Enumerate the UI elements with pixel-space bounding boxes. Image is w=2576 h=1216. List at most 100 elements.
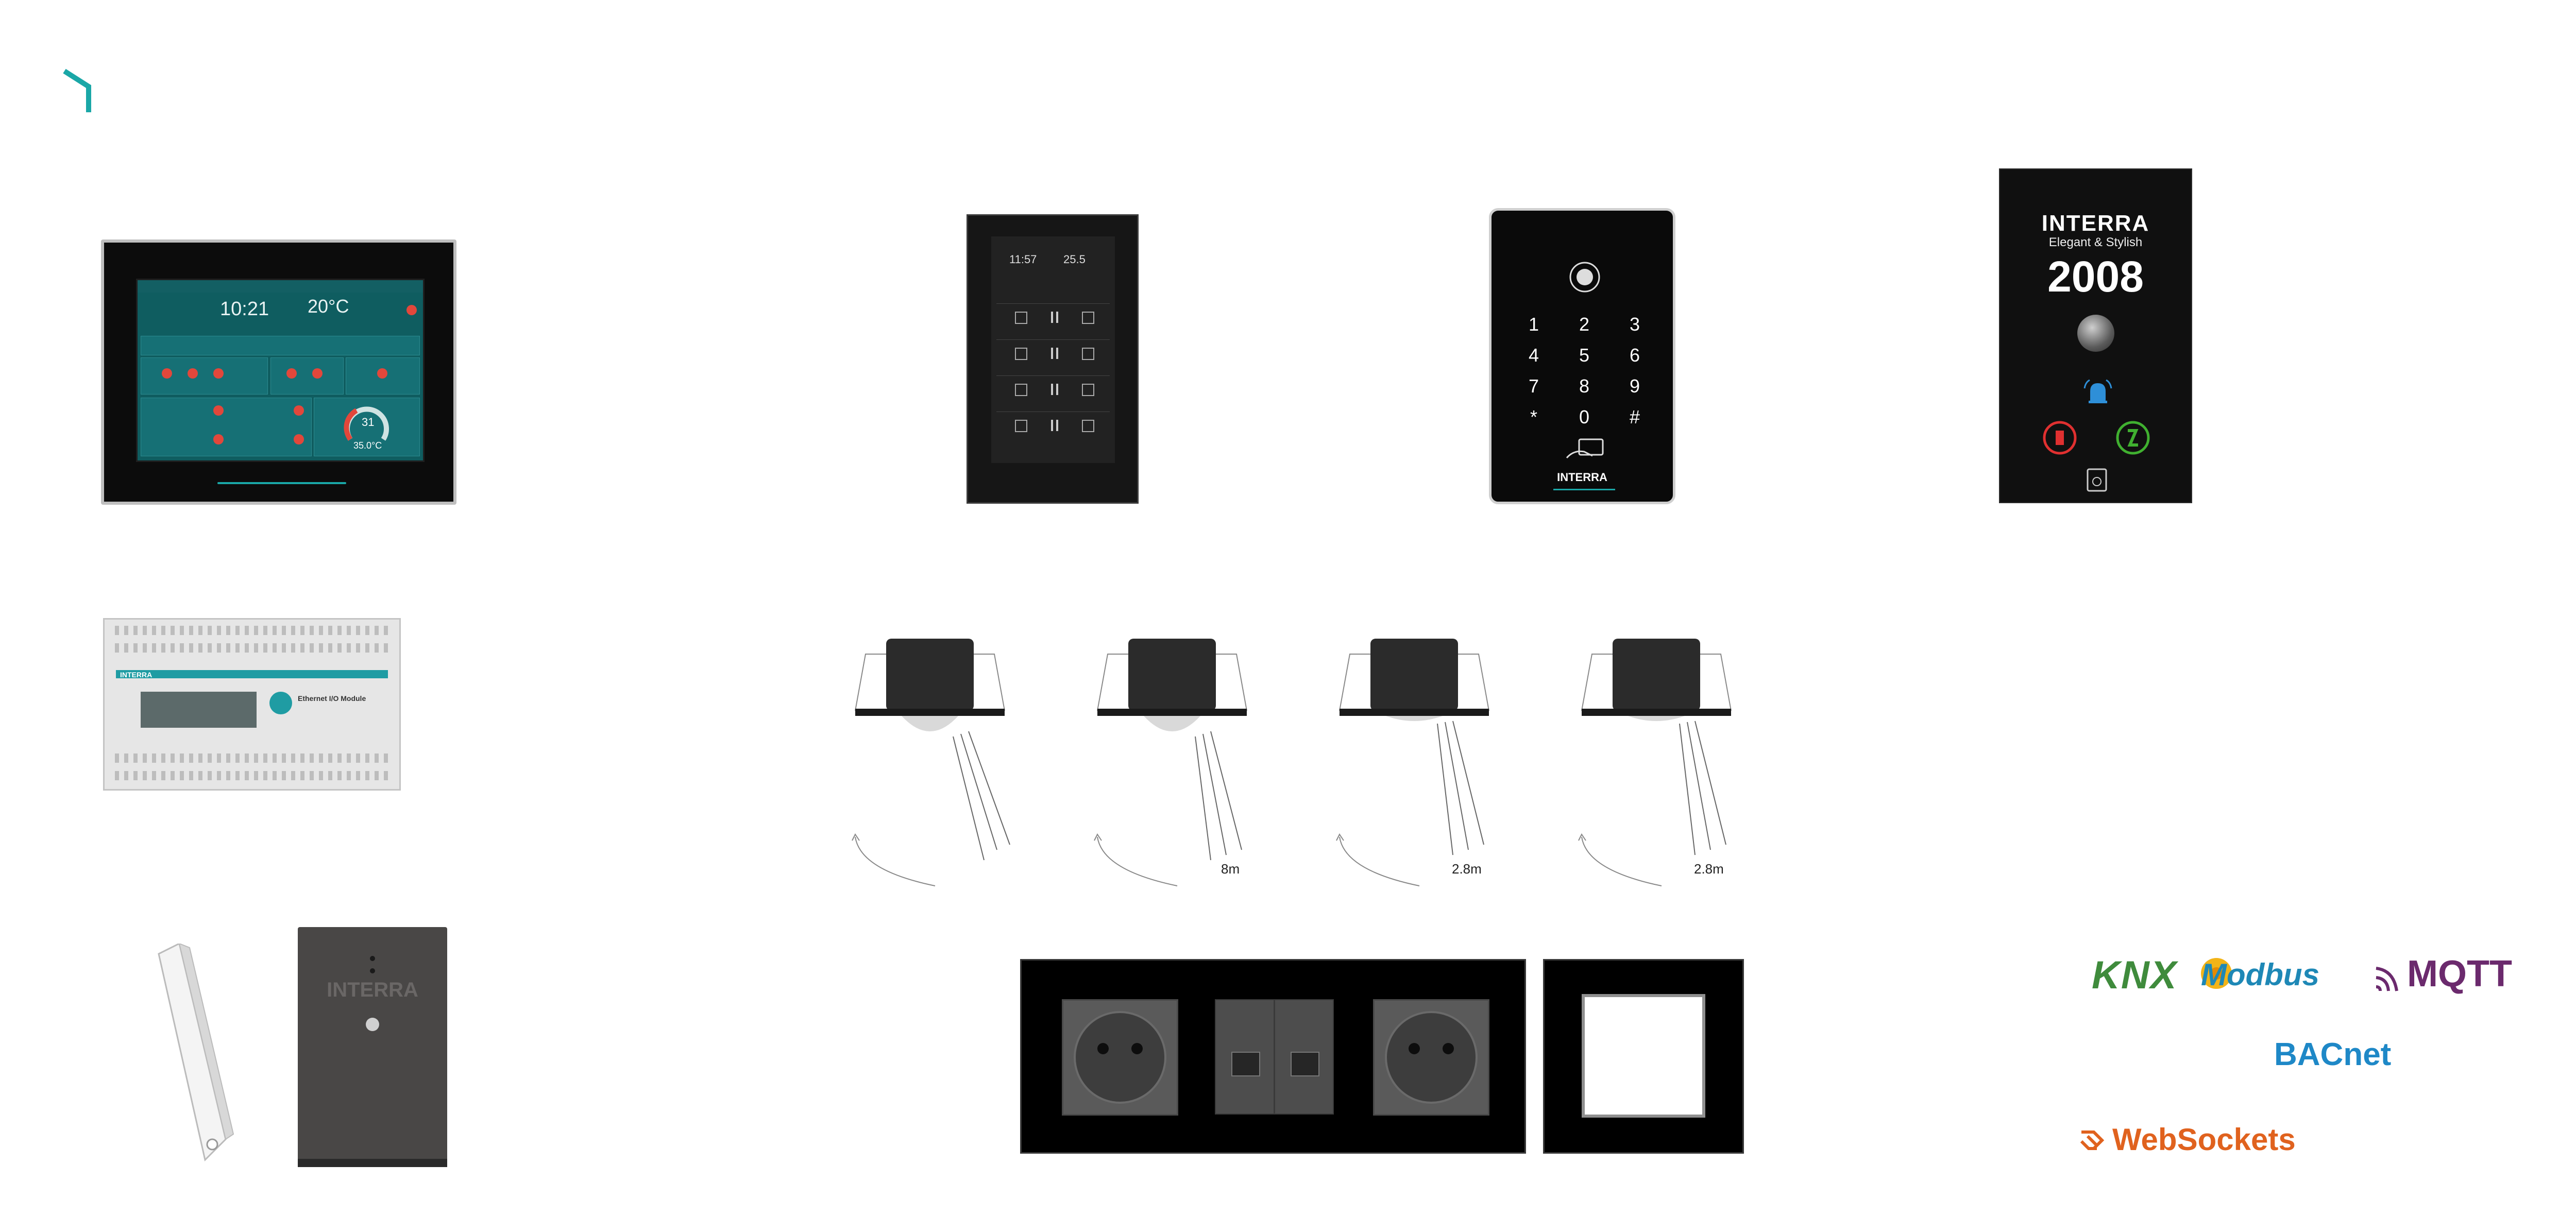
- ethernet-port-icon: [1231, 1052, 1260, 1076]
- keypad-key: #: [1629, 406, 1640, 427]
- call-icon: [2116, 421, 2150, 455]
- sensor-range-label: 2.8m: [1694, 861, 1724, 877]
- light-icon: [294, 405, 304, 416]
- shutter-down-icon: [1082, 384, 1094, 396]
- modbus-flower-icon: [2201, 958, 2232, 989]
- keypad-key: 9: [1629, 375, 1640, 397]
- thermostat-setpoint: 35.0°C: [353, 440, 382, 451]
- reset-button-icon: [366, 1018, 379, 1031]
- module-label-band: [116, 670, 388, 678]
- rfid-icon: [2087, 468, 2107, 492]
- keypad-key: 3: [1629, 314, 1640, 335]
- door-panel-device: INTERRA Elegant & Stylish 2008: [1999, 168, 2192, 503]
- keypad-key: 8: [1579, 375, 1590, 397]
- shutter-stop-icon: [1051, 384, 1053, 395]
- door-panel-subtitle: Elegant & Stylish: [2048, 235, 2143, 249]
- power-socket: [1062, 999, 1178, 1116]
- terminal-strip-bottom: [115, 753, 389, 763]
- climate-tile: [346, 357, 420, 395]
- shutter-up-icon: [1015, 348, 1027, 360]
- shutter-row: [996, 303, 1110, 330]
- door-icon: [2043, 421, 2077, 455]
- ceiling-sensor: [1336, 639, 1489, 886]
- socket-ring-icon: [1074, 1011, 1166, 1104]
- socket-ring-icon: [1385, 1011, 1478, 1104]
- light-icon: [213, 434, 224, 444]
- shutter-stop-icon: [1051, 348, 1053, 359]
- bacnet-logo: BACnet: [2274, 1037, 2392, 1072]
- keypad-key: 7: [1528, 375, 1539, 397]
- shutter-icon: [286, 368, 297, 379]
- scene-icon: [213, 368, 224, 379]
- keypad-key: *: [1530, 406, 1537, 427]
- keypad-light-bar: [1553, 489, 1615, 490]
- shutter-down-icon: [1082, 348, 1094, 360]
- shutter-tile: [270, 357, 344, 395]
- vertical-panel-time: 11:57: [1009, 253, 1037, 266]
- mqtt-wave-icon: [2376, 967, 2398, 991]
- status-led-icon: [370, 956, 375, 961]
- shutter-down-icon: [1082, 420, 1094, 432]
- shutter-up-icon: [1015, 420, 1027, 432]
- gateway-box: INTERRA: [298, 927, 447, 1167]
- socket-pin-icon: [1097, 1043, 1109, 1054]
- ceiling-sensor: [1094, 639, 1247, 886]
- shutter-row: [996, 412, 1110, 438]
- keypad-key: 6: [1629, 345, 1640, 366]
- power-socket: [1373, 999, 1489, 1116]
- sensor-range-label: 8m: [1221, 861, 1240, 877]
- ceiling-sensor: [852, 639, 1010, 886]
- websockets-logo: WebSockets: [2112, 1122, 2296, 1157]
- shutter-stop-icon: [1056, 384, 1058, 395]
- din-lcd: [141, 692, 257, 728]
- light-icon: [294, 434, 304, 444]
- sensor-range-label: 2.8m: [1452, 861, 1482, 877]
- din-io-module: INTERRA Ethernet I/O Module: [103, 618, 401, 791]
- socket-pin-icon: [1443, 1043, 1454, 1054]
- shutter-row: [996, 375, 1110, 402]
- light-bar: [217, 482, 346, 484]
- shutter-stop-icon: [1051, 420, 1053, 431]
- vertical-touch-panel: 11:57 25.5: [967, 214, 1139, 504]
- door-panel-brand: INTERRA: [2041, 211, 2150, 236]
- scene-tile: [141, 357, 268, 395]
- door-panel-number: 2008: [2047, 252, 2144, 301]
- thermostat-tile: 31 35.0°C: [314, 398, 420, 456]
- shutter-up-icon: [1015, 312, 1027, 324]
- nav-row: [141, 336, 420, 355]
- websockets-icon: [2080, 1131, 2105, 1150]
- shutter-stop-icon: [1056, 312, 1058, 323]
- status-bar: [138, 280, 423, 293]
- light-icon: [213, 405, 224, 416]
- touch-panel-temperature: 20°C: [308, 296, 349, 317]
- data-outlet: [1215, 999, 1275, 1115]
- socket-pin-icon: [1409, 1043, 1420, 1054]
- socket-frame: [1020, 959, 1526, 1154]
- climate-icon: [377, 368, 387, 379]
- socket-pin-icon: [1131, 1043, 1143, 1054]
- fingerprint-icon: [1569, 262, 1600, 293]
- din-title: Ethernet I/O Module: [298, 694, 366, 703]
- keypad-key: 5: [1579, 345, 1590, 366]
- shutter-stop-icon: [1056, 348, 1058, 359]
- switch-frame: [1543, 959, 1744, 1154]
- ethernet-port-icon: [1291, 1052, 1319, 1076]
- mqtt-logo: MQTT: [2407, 953, 2512, 995]
- thermostat-gauge-icon: [344, 406, 389, 441]
- knx-logo: KNX: [2092, 953, 2178, 997]
- touch-panel-screen: 10:21 20°C 31 35.0°C: [136, 279, 425, 462]
- data-outlet: [1274, 999, 1334, 1115]
- thermostat-value: 31: [362, 416, 375, 429]
- terminal-strip-bottom: [115, 771, 389, 780]
- shutter-row: [996, 339, 1110, 366]
- keypad-key: 4: [1528, 345, 1539, 366]
- window-contact-sensor: [158, 944, 234, 1161]
- keypad-key: 2: [1579, 314, 1590, 335]
- access-keypad: 1 2 3 4 5 6 7 8 9 * 0 # INTERRA: [1489, 208, 1675, 504]
- alert-icon: [406, 305, 417, 315]
- card-reader-icon: [1566, 438, 1604, 459]
- connector-strip: [298, 1159, 447, 1167]
- terminal-strip-top: [115, 643, 389, 653]
- vertical-panel-screen: 11:57 25.5: [991, 236, 1115, 463]
- shutter-stop-icon: [1051, 312, 1053, 323]
